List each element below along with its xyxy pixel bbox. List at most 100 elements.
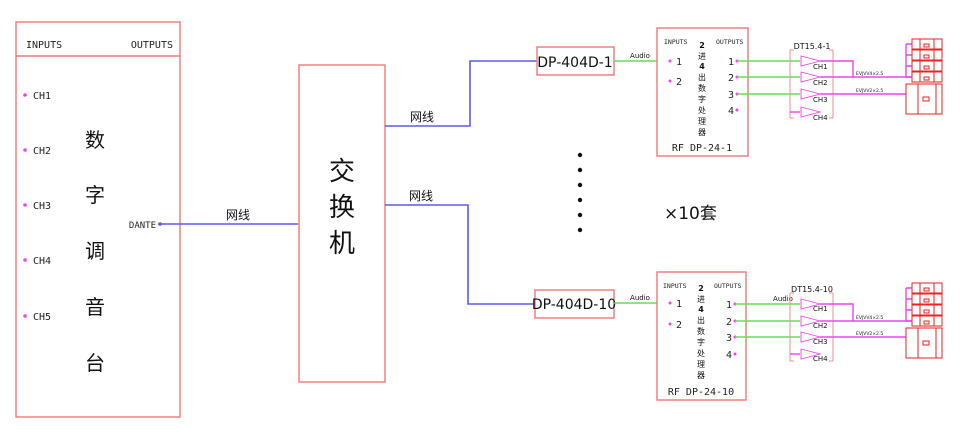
console-title-char: 调 bbox=[85, 239, 105, 263]
ellipsis-dot bbox=[577, 197, 583, 203]
dsp-desc-char: 2 bbox=[699, 41, 705, 50]
network-cable-switch-unit1 bbox=[385, 60, 537, 127]
amplifier: DT15.4-10 CH1 CH2 CH3 CH4 bbox=[789, 285, 834, 363]
ellipsis-dot bbox=[577, 167, 583, 173]
network-cable-label: 网线 bbox=[226, 208, 250, 222]
dsp-desc-char: 出 bbox=[697, 315, 705, 325]
dsp-description: 2 进 4 出 数 字 处 理 器 bbox=[697, 284, 705, 380]
network-cable-label: 网线 bbox=[410, 110, 434, 124]
channel-label: CH3 bbox=[33, 201, 51, 212]
amplifier-triangle-icon bbox=[800, 55, 822, 67]
console-title-char: 音 bbox=[85, 295, 105, 319]
channel-label: CH1 bbox=[33, 91, 51, 102]
multiplier-label: ×10套 bbox=[664, 204, 717, 224]
dsp-output-label: 4 bbox=[726, 350, 732, 361]
cable-spec-label: EVJVV4×2.5 bbox=[856, 315, 883, 321]
cable-spec-label: EVJVV4×2.5 bbox=[856, 71, 883, 77]
line-array-cabinet-icon bbox=[911, 38, 943, 50]
line-array-cabinet-icon bbox=[911, 315, 943, 327]
line-array-cabinet-icon bbox=[911, 60, 943, 72]
dsp-output-label: 3 bbox=[728, 90, 734, 101]
amp-channel: CH2 bbox=[800, 71, 828, 87]
dante-port-label: DANTE bbox=[129, 221, 156, 231]
unit-10: DP-404D-10 Audio INPUTS OUTPUTS 1 2 2 进 … bbox=[532, 271, 943, 401]
console-title-char: 数 bbox=[85, 128, 105, 152]
dsp-output-label: 2 bbox=[728, 73, 734, 84]
dsp-output-label: 1 bbox=[728, 57, 734, 68]
ellipsis-dot bbox=[577, 152, 583, 158]
line-array-speakers bbox=[905, 38, 943, 115]
amp-channel-label: CH1 bbox=[813, 305, 828, 313]
ellipsis-dots bbox=[577, 152, 583, 233]
line-array-cabinet-icon bbox=[911, 71, 943, 83]
dante-interface-box bbox=[534, 289, 615, 319]
dsp-outputs-label: OUTPUTS bbox=[714, 282, 741, 290]
dsp-output-label: 1 bbox=[726, 300, 732, 311]
amp-channel: CH4 bbox=[800, 106, 828, 122]
console-outputs-label: OUTPUTS bbox=[131, 40, 173, 51]
dsp-output-label: 3 bbox=[726, 333, 732, 344]
channel-pin bbox=[23, 148, 27, 152]
ellipsis-dot bbox=[577, 227, 583, 233]
dsp-desc-char: 进 bbox=[698, 52, 706, 61]
channel-pin bbox=[23, 314, 27, 318]
dsp-desc-char: 数 bbox=[697, 326, 705, 336]
dsp-desc-char: 器 bbox=[697, 371, 705, 380]
amplifier-triangle-icon bbox=[800, 106, 822, 118]
dsp-output-pin bbox=[735, 108, 739, 112]
amp-channel: CH1 bbox=[800, 55, 828, 71]
amp-channel: CH1 bbox=[800, 298, 828, 313]
dsp-desc-char: 数 bbox=[698, 83, 706, 93]
amp-channel: CH3 bbox=[800, 88, 828, 104]
dsp-desc-char: 进 bbox=[697, 295, 705, 304]
channel-pin bbox=[23, 203, 27, 207]
amplifier-triangle-icon bbox=[800, 315, 822, 327]
console-title-char: 台 bbox=[85, 351, 105, 375]
unit-1: DP-404D-1 Audio INPUTS OUTPUTS 1 2 2 进 4… bbox=[536, 27, 943, 157]
amplifier-triangle-icon bbox=[800, 71, 822, 83]
cabinet-detail bbox=[919, 283, 935, 326]
console-channels: CH1 CH2 CH3 CH4 CH5 bbox=[23, 91, 51, 323]
dsp-frame bbox=[656, 27, 749, 157]
ellipsis-dot bbox=[577, 182, 583, 188]
line-array-cabinet-icon bbox=[911, 49, 943, 61]
amplifier-model: DT15.4-1 bbox=[794, 42, 831, 51]
console-frame bbox=[15, 21, 181, 418]
dsp-description: 2 进 4 出 数 字 处 理 器 bbox=[698, 41, 706, 137]
switch-title-char: 换 bbox=[329, 193, 355, 223]
dsp-input-label: 2 bbox=[676, 77, 682, 88]
cable-spec-label: EVJVV2×2.5 bbox=[856, 331, 883, 337]
dsp-inputs-label: INPUTS bbox=[663, 282, 687, 290]
speaker-cable bbox=[820, 303, 854, 321]
ellipsis-dot bbox=[577, 212, 583, 218]
dsp-input-pin bbox=[668, 59, 672, 63]
dsp-desc-char: 2 bbox=[698, 284, 704, 293]
console-title-char: 字 bbox=[85, 183, 105, 207]
amplifier-triangle-icon bbox=[800, 88, 822, 100]
dsp-desc-char: 处 bbox=[697, 348, 705, 358]
dsp-desc-char: 器 bbox=[698, 128, 706, 137]
amplifier: DT15.4-1 CH1 CH2 CH3 CH4 bbox=[789, 42, 834, 122]
dsp-desc-char: 4 bbox=[699, 62, 705, 71]
amplifier-triangle-icon bbox=[800, 348, 822, 360]
dsp-desc-char: 理 bbox=[698, 117, 706, 126]
switch-frame bbox=[298, 64, 386, 383]
speaker-link-cable bbox=[905, 43, 912, 78]
amp-audio-label: Audio bbox=[773, 295, 793, 303]
dsp-model-label: RF DP-24-10 bbox=[668, 387, 734, 398]
digital-console: INPUTS OUTPUTS CH1 CH2 CH3 CH4 CH5 数 字 调… bbox=[15, 21, 181, 418]
channel-pin bbox=[23, 93, 27, 97]
amp-channel-label: CH4 bbox=[813, 114, 828, 122]
dante-interface-box bbox=[536, 46, 615, 76]
network-cable-label: 网线 bbox=[409, 189, 433, 203]
line-array-cabinet-icon bbox=[911, 293, 943, 305]
amp-channel-label: CH1 bbox=[813, 63, 828, 71]
dsp-input-pin bbox=[668, 79, 672, 83]
channel-pin bbox=[23, 258, 27, 262]
subwoofer-icon bbox=[905, 83, 943, 115]
amp-channel: CH4 bbox=[800, 348, 828, 363]
channel-label: CH4 bbox=[33, 256, 51, 267]
amp-channel-label: CH3 bbox=[813, 338, 828, 346]
cabinet-detail bbox=[919, 39, 935, 82]
